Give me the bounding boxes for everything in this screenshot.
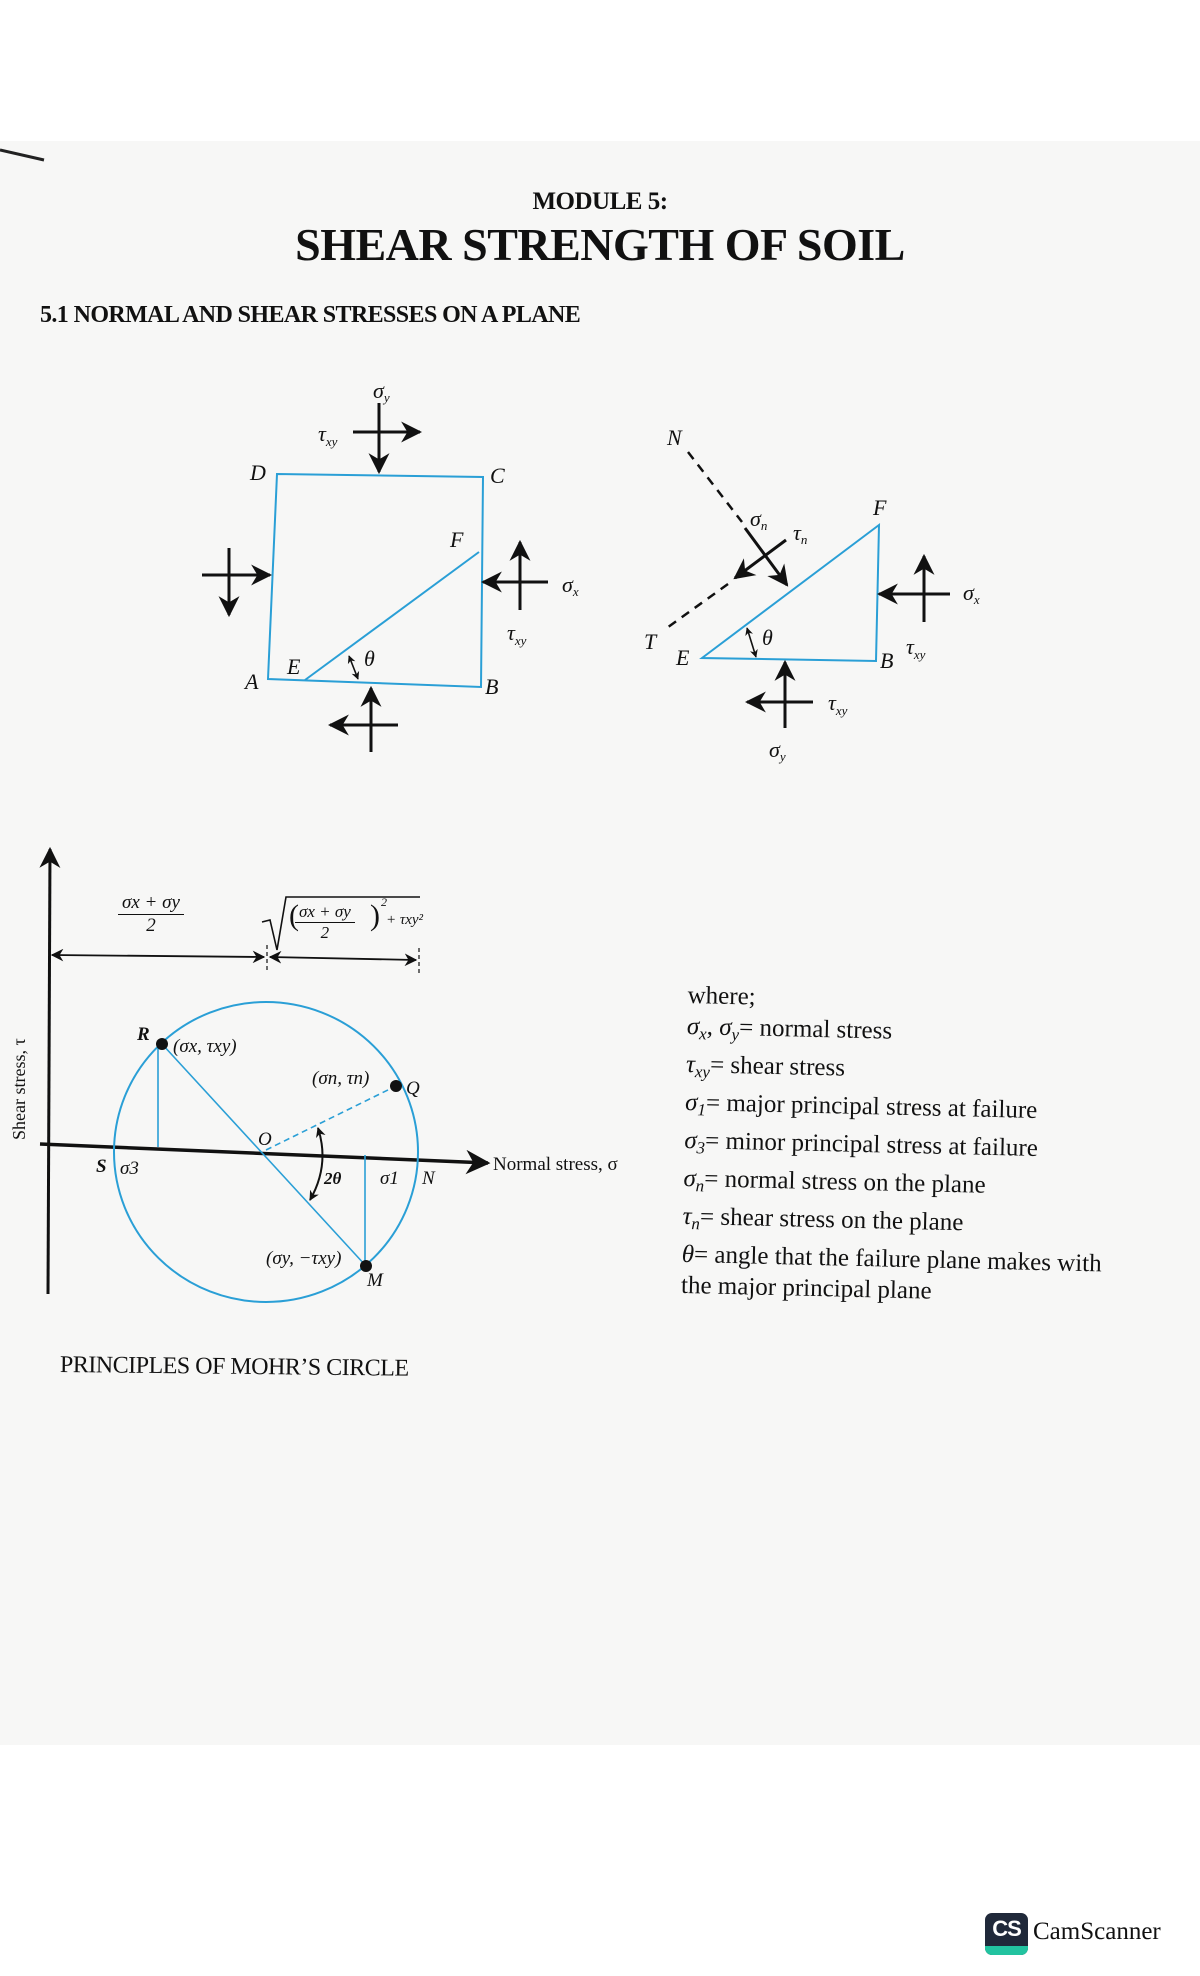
wedge-tau-xy-right-label: τxy — [906, 634, 926, 662]
bottom-stress-arrows — [327, 685, 398, 752]
tau-xy-right-label: τxy — [507, 620, 527, 648]
normal-dashed-line — [687, 451, 743, 523]
camscanner-name: CamScanner — [1033, 1918, 1161, 1945]
camscanner-logo: CS — [985, 1913, 1028, 1955]
tau-n-label: τn — [793, 520, 807, 547]
left-stress-arrows — [202, 548, 273, 618]
radius-paren-right: ) — [370, 899, 380, 932]
tau-xy-top-label: τxy — [318, 421, 338, 449]
radius-formula: σx + σy 2 — [295, 902, 355, 943]
radius-formula-denominator: 2 — [320, 923, 330, 942]
corner-d: D — [249, 460, 266, 485]
wedge-triangle — [699, 522, 881, 663]
tau-n-arrow — [733, 538, 787, 580]
right-stress-arrows — [480, 539, 548, 610]
center-formula-denominator: 2 — [146, 915, 156, 936]
normal-axis-label: Normal stress, σ — [493, 1154, 618, 1175]
label-m: M — [366, 1270, 384, 1291]
section-heading: 5.1 NORMAL AND SHEAR STRESSES ON A PLANE — [40, 302, 581, 328]
sigma-n-label: σn — [750, 506, 767, 533]
sigma-y-label: σy — [373, 378, 390, 405]
wedge-diagram: N T E F B θ σn τn σx τxy τxy σy — [644, 425, 980, 764]
pen-mark — [0, 148, 45, 162]
point-m — [360, 1260, 372, 1272]
dashed-oq — [265, 1085, 397, 1151]
corner-c: C — [490, 463, 505, 488]
label-n: N — [666, 425, 683, 450]
radius-exponent: 2 — [381, 895, 387, 909]
center-formula: σx + σy 2 — [118, 892, 184, 937]
radius-tail: + τxy² — [386, 912, 424, 928]
two-theta-label: 2θ — [323, 1169, 342, 1188]
label-q: Q — [406, 1078, 420, 1099]
diameter-rm — [161, 1043, 367, 1267]
wedge-theta-label: θ — [762, 625, 773, 650]
coord-m: (σy, −τxy) — [266, 1248, 341, 1269]
two-theta-arc — [309, 1127, 326, 1201]
wedge-bottom-arrows — [744, 659, 813, 728]
point-e: E — [286, 654, 301, 679]
sigma-x-label: σx — [562, 572, 579, 599]
center-formula-numerator: σx + σy — [118, 892, 184, 915]
figure-caption: PRINCIPLES OF MOHR’S CIRCLE — [59, 1352, 409, 1382]
coord-q: (σn, τn) — [312, 1068, 369, 1089]
label-b: B — [880, 648, 893, 673]
label-n-point: N — [421, 1168, 436, 1189]
theta-label: θ — [364, 646, 375, 671]
top-stress-arrows — [353, 403, 423, 475]
radius-formula-numerator: σx + σy — [295, 902, 355, 923]
mohr-circle-diagram: R (σx, τxy) Q (σn, τn) M (σy, −τxy) O S … — [9, 846, 618, 1303]
point-f: F — [449, 527, 464, 552]
wedge-theta-arrow — [745, 627, 758, 658]
dimension-lines — [50, 945, 420, 975]
point-r — [156, 1038, 168, 1050]
wedge-tau-xy-bottom-label: τxy — [828, 690, 848, 718]
shear-axis — [39, 846, 61, 1295]
label-t: T — [644, 629, 658, 654]
tangent-dashed-line — [663, 582, 729, 632]
symbol-legend: where; σx, σy= normal stress τxy= shear … — [681, 980, 1108, 1310]
radius-paren-left: ( — [289, 899, 299, 932]
point-q — [390, 1080, 402, 1092]
label-f: F — [872, 495, 887, 520]
sqrt-sign — [261, 896, 420, 951]
plane-ef — [304, 551, 480, 681]
label-r: R — [136, 1024, 150, 1045]
theta-arc-arrow — [347, 655, 360, 680]
wedge-sigma-x-label: σx — [963, 580, 980, 607]
module-label: MODULE 5: — [532, 188, 668, 215]
label-s: S — [96, 1156, 107, 1177]
page-title: SHEAR STRENGTH OF SOIL — [295, 219, 905, 270]
wedge-right-arrows — [876, 553, 950, 622]
mohr-circle — [113, 1001, 419, 1303]
wedge-sigma-y-label: σy — [769, 737, 786, 764]
label-e: E — [675, 645, 690, 670]
corner-b: B — [485, 674, 498, 699]
coord-r: (σx, τxy) — [173, 1036, 237, 1057]
scanned-page — [0, 141, 1200, 1745]
shear-axis-label: Shear stress, τ — [9, 1038, 29, 1140]
sigma3-label: σ3 — [120, 1158, 139, 1179]
element-square — [266, 472, 485, 689]
sigma1-label: σ1 — [380, 1168, 399, 1189]
label-o: O — [258, 1129, 272, 1150]
corner-a: A — [243, 669, 259, 694]
stress-element-diagram: σy τxy σx τxy D C F E A B θ — [202, 378, 579, 752]
